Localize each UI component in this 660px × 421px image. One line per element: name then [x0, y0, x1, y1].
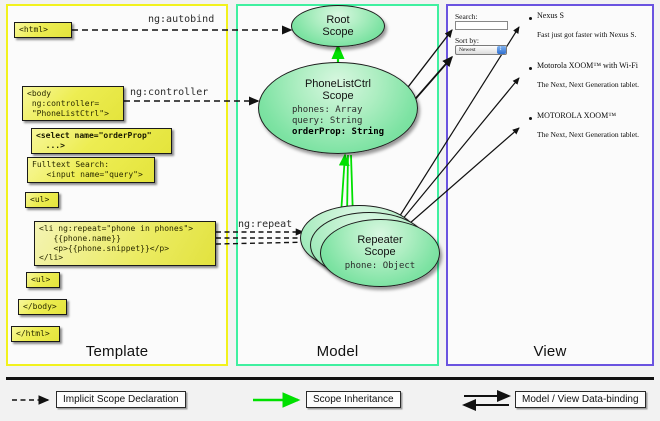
code-box-body-close: </body> [18, 299, 67, 315]
code-box-body-open: <body ng:controller= "PhoneListCtrl"> [22, 86, 124, 122]
search-input[interactable] [455, 21, 508, 30]
prop-phones: phones: Array [291, 105, 363, 116]
select-updown-arrow-icon [497, 45, 506, 54]
view-search-label: Search: [455, 12, 478, 21]
phone-name[interactable]: MOTOROLA XOOM™ [537, 111, 617, 120]
list-bullet [529, 17, 532, 20]
panel-label-model: Model [316, 343, 359, 360]
view-sort-label: Sort by: [455, 36, 479, 45]
legend-divider [6, 377, 654, 380]
sort-by-select[interactable]: Newest [455, 45, 507, 55]
scope-phonelistctrl-props: phones: Array query: String orderProp: S… [292, 105, 384, 137]
legend-implicit-scope-declaration: Implicit Scope Declaration [56, 391, 186, 408]
phone-snippet: Fast just got faster with Nexus S. [537, 30, 637, 39]
prop-query: query: String [291, 116, 363, 127]
code-box-ul-close: <ul> [26, 272, 60, 288]
code-box-html-close: </html> [11, 326, 60, 342]
code-box-html-open: <html> [14, 22, 72, 38]
phone-name[interactable]: Motorola XOOM™ with Wi-Fi [537, 61, 638, 70]
legend-arrow-binding [462, 390, 511, 411]
edge-label-ng-autobind: ng:autobind [148, 14, 215, 25]
legend-scope-inheritance: Scope Inheritance [306, 391, 401, 408]
panel-label-view: View [533, 343, 567, 360]
code-box-select: <select name="orderProp" ...> [31, 128, 172, 154]
panel-view: View [446, 4, 654, 366]
phone-snippet: The Next, Next Generation tablet. [537, 130, 640, 139]
phone-snippet: The Next, Next Generation tablet. [537, 80, 640, 89]
legend-model-view-data-binding: Model / View Data-binding [515, 391, 646, 408]
phone-name[interactable]: Nexus S [537, 11, 564, 20]
panel-label-template: Template [85, 343, 149, 360]
prop-orderprop: orderProp: String [291, 126, 385, 137]
code-box-fulltext-search: Fulltext Search: <input name="query"> [27, 157, 155, 183]
list-bullet [529, 67, 532, 70]
list-bullet [529, 117, 532, 120]
sort-by-selected-value: Newest [459, 47, 476, 53]
edge-label-ng-controller: ng:controller [130, 87, 209, 98]
panel-model: Model [236, 4, 439, 366]
code-box-ul-open: <ul> [25, 192, 59, 208]
edge-label-ng-repeat: ng:repeat [238, 219, 293, 230]
scope-repeater-props: phone: Object [345, 261, 415, 272]
prop-phone: phone: Object [344, 261, 416, 272]
code-box-li-repeat: <li ng:repeat="phone in phones"> {{phone… [34, 221, 216, 266]
